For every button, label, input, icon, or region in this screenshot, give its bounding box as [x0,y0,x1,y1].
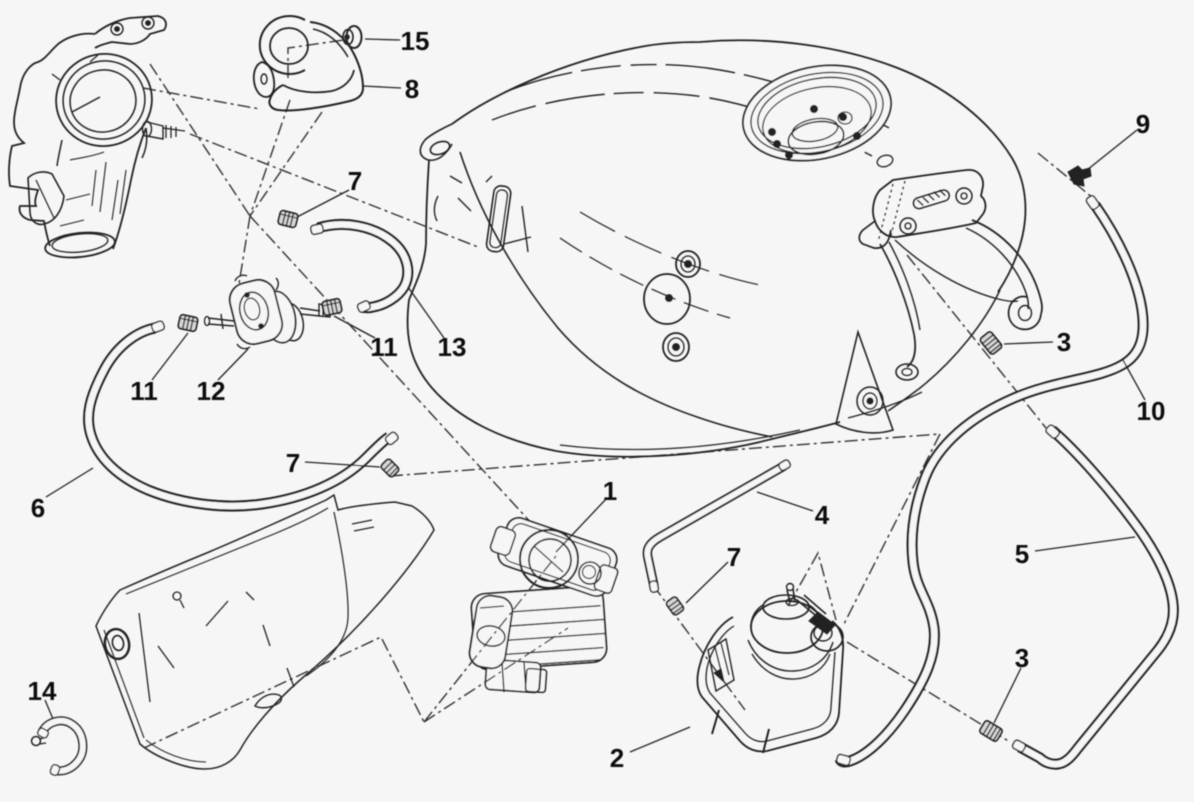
svg-text:9: 9 [1136,109,1150,139]
svg-text:3: 3 [1057,327,1071,357]
svg-text:5: 5 [1015,539,1029,569]
svg-text:11: 11 [370,332,398,362]
svg-text:7: 7 [286,448,300,478]
svg-text:13: 13 [438,332,467,362]
svg-text:12: 12 [197,376,226,406]
svg-text:10: 10 [1137,396,1166,426]
svg-text:3: 3 [1015,643,1029,673]
svg-text:4: 4 [815,500,830,530]
svg-text:8: 8 [405,74,419,104]
svg-text:1: 1 [603,476,617,506]
svg-text:7: 7 [727,542,741,572]
svg-text:11: 11 [130,376,158,406]
svg-text:2: 2 [610,743,624,773]
svg-text:15: 15 [401,26,430,56]
svg-text:14: 14 [28,676,57,706]
svg-text:6: 6 [31,493,45,523]
svg-text:7: 7 [348,166,362,196]
